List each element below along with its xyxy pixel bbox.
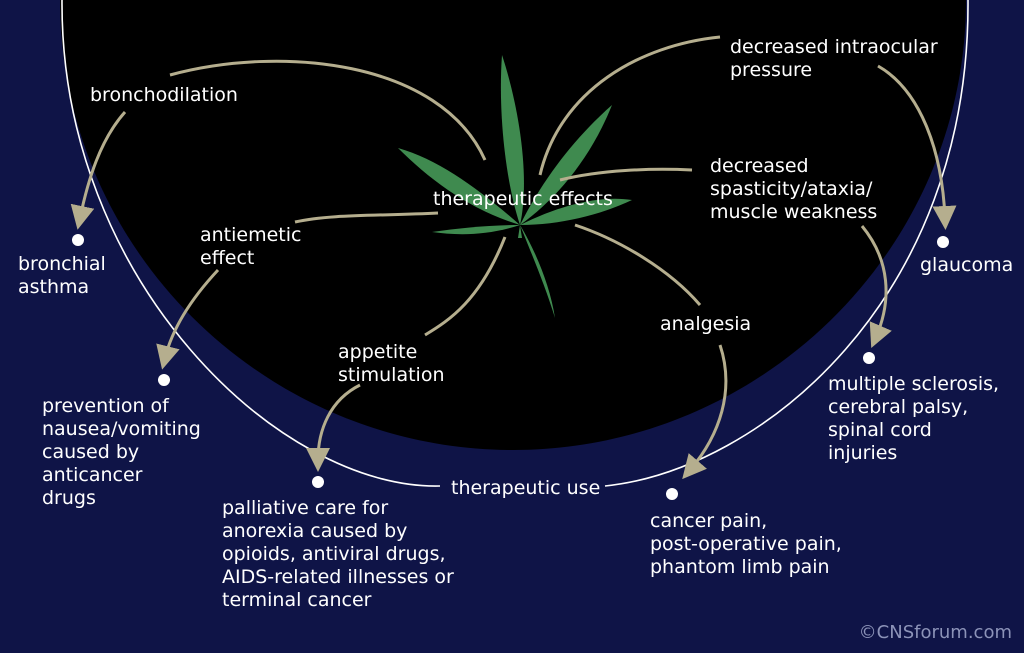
effect-spasticity: decreased spasticity/ataxia/ muscle weak… (710, 155, 878, 223)
connector-spasticity (559, 167, 693, 182)
connector-analgesia (574, 223, 702, 306)
center-label: therapeutic effects (433, 188, 613, 210)
effect-antiemetic: antiemetic effect (200, 224, 302, 269)
ring-label: therapeutic use (451, 477, 601, 499)
use-asthma: bronchial asthma (18, 253, 106, 298)
arrow-to-anorexia (306, 383, 361, 472)
dot-asthma (72, 234, 84, 246)
use-pain: cancer pain, post-operative pain, phanto… (650, 510, 842, 578)
arrow-to-glaucoma (877, 64, 957, 230)
use-dots (72, 234, 949, 500)
use-connectors (70, 64, 957, 480)
use-glaucoma: glaucoma (920, 254, 1014, 276)
use-nausea: prevention of nausea/vomiting caused by … (42, 395, 201, 509)
copyright-credit: ©CNSforum.com (858, 622, 1012, 643)
central-disc (60, 0, 966, 450)
arrow-to-nausea (156, 268, 220, 370)
therapeutic-use-ring (61, 0, 969, 487)
dot-glaucoma (937, 236, 949, 248)
effect-bronchodilation: bronchodilation (90, 84, 238, 106)
arrow-to-asthma (70, 111, 127, 230)
arrow-to-ms (860, 225, 892, 349)
effect-intraocular: decreased intraocular pressure (730, 36, 938, 81)
dot-anorexia (312, 476, 324, 488)
effect-appetite: appetite stimulation (338, 341, 445, 386)
connector-appetite (424, 236, 507, 337)
arrow-to-pain (682, 344, 728, 480)
use-ms: multiple sclerosis, cerebral palsy, spin… (828, 373, 1000, 464)
connector-intraocular (538, 35, 721, 176)
effect-analgesia: analgesia (660, 313, 752, 335)
connector-antiemetic (294, 211, 439, 224)
dot-nausea (158, 374, 170, 386)
connector-bronchodilation (169, 59, 487, 161)
cannabis-leaf-icon (398, 55, 632, 318)
effect-connectors (169, 35, 721, 337)
dot-pain (666, 488, 678, 500)
use-anorexia: palliative care for anorexia caused by o… (222, 497, 454, 611)
dot-ms (863, 352, 875, 364)
